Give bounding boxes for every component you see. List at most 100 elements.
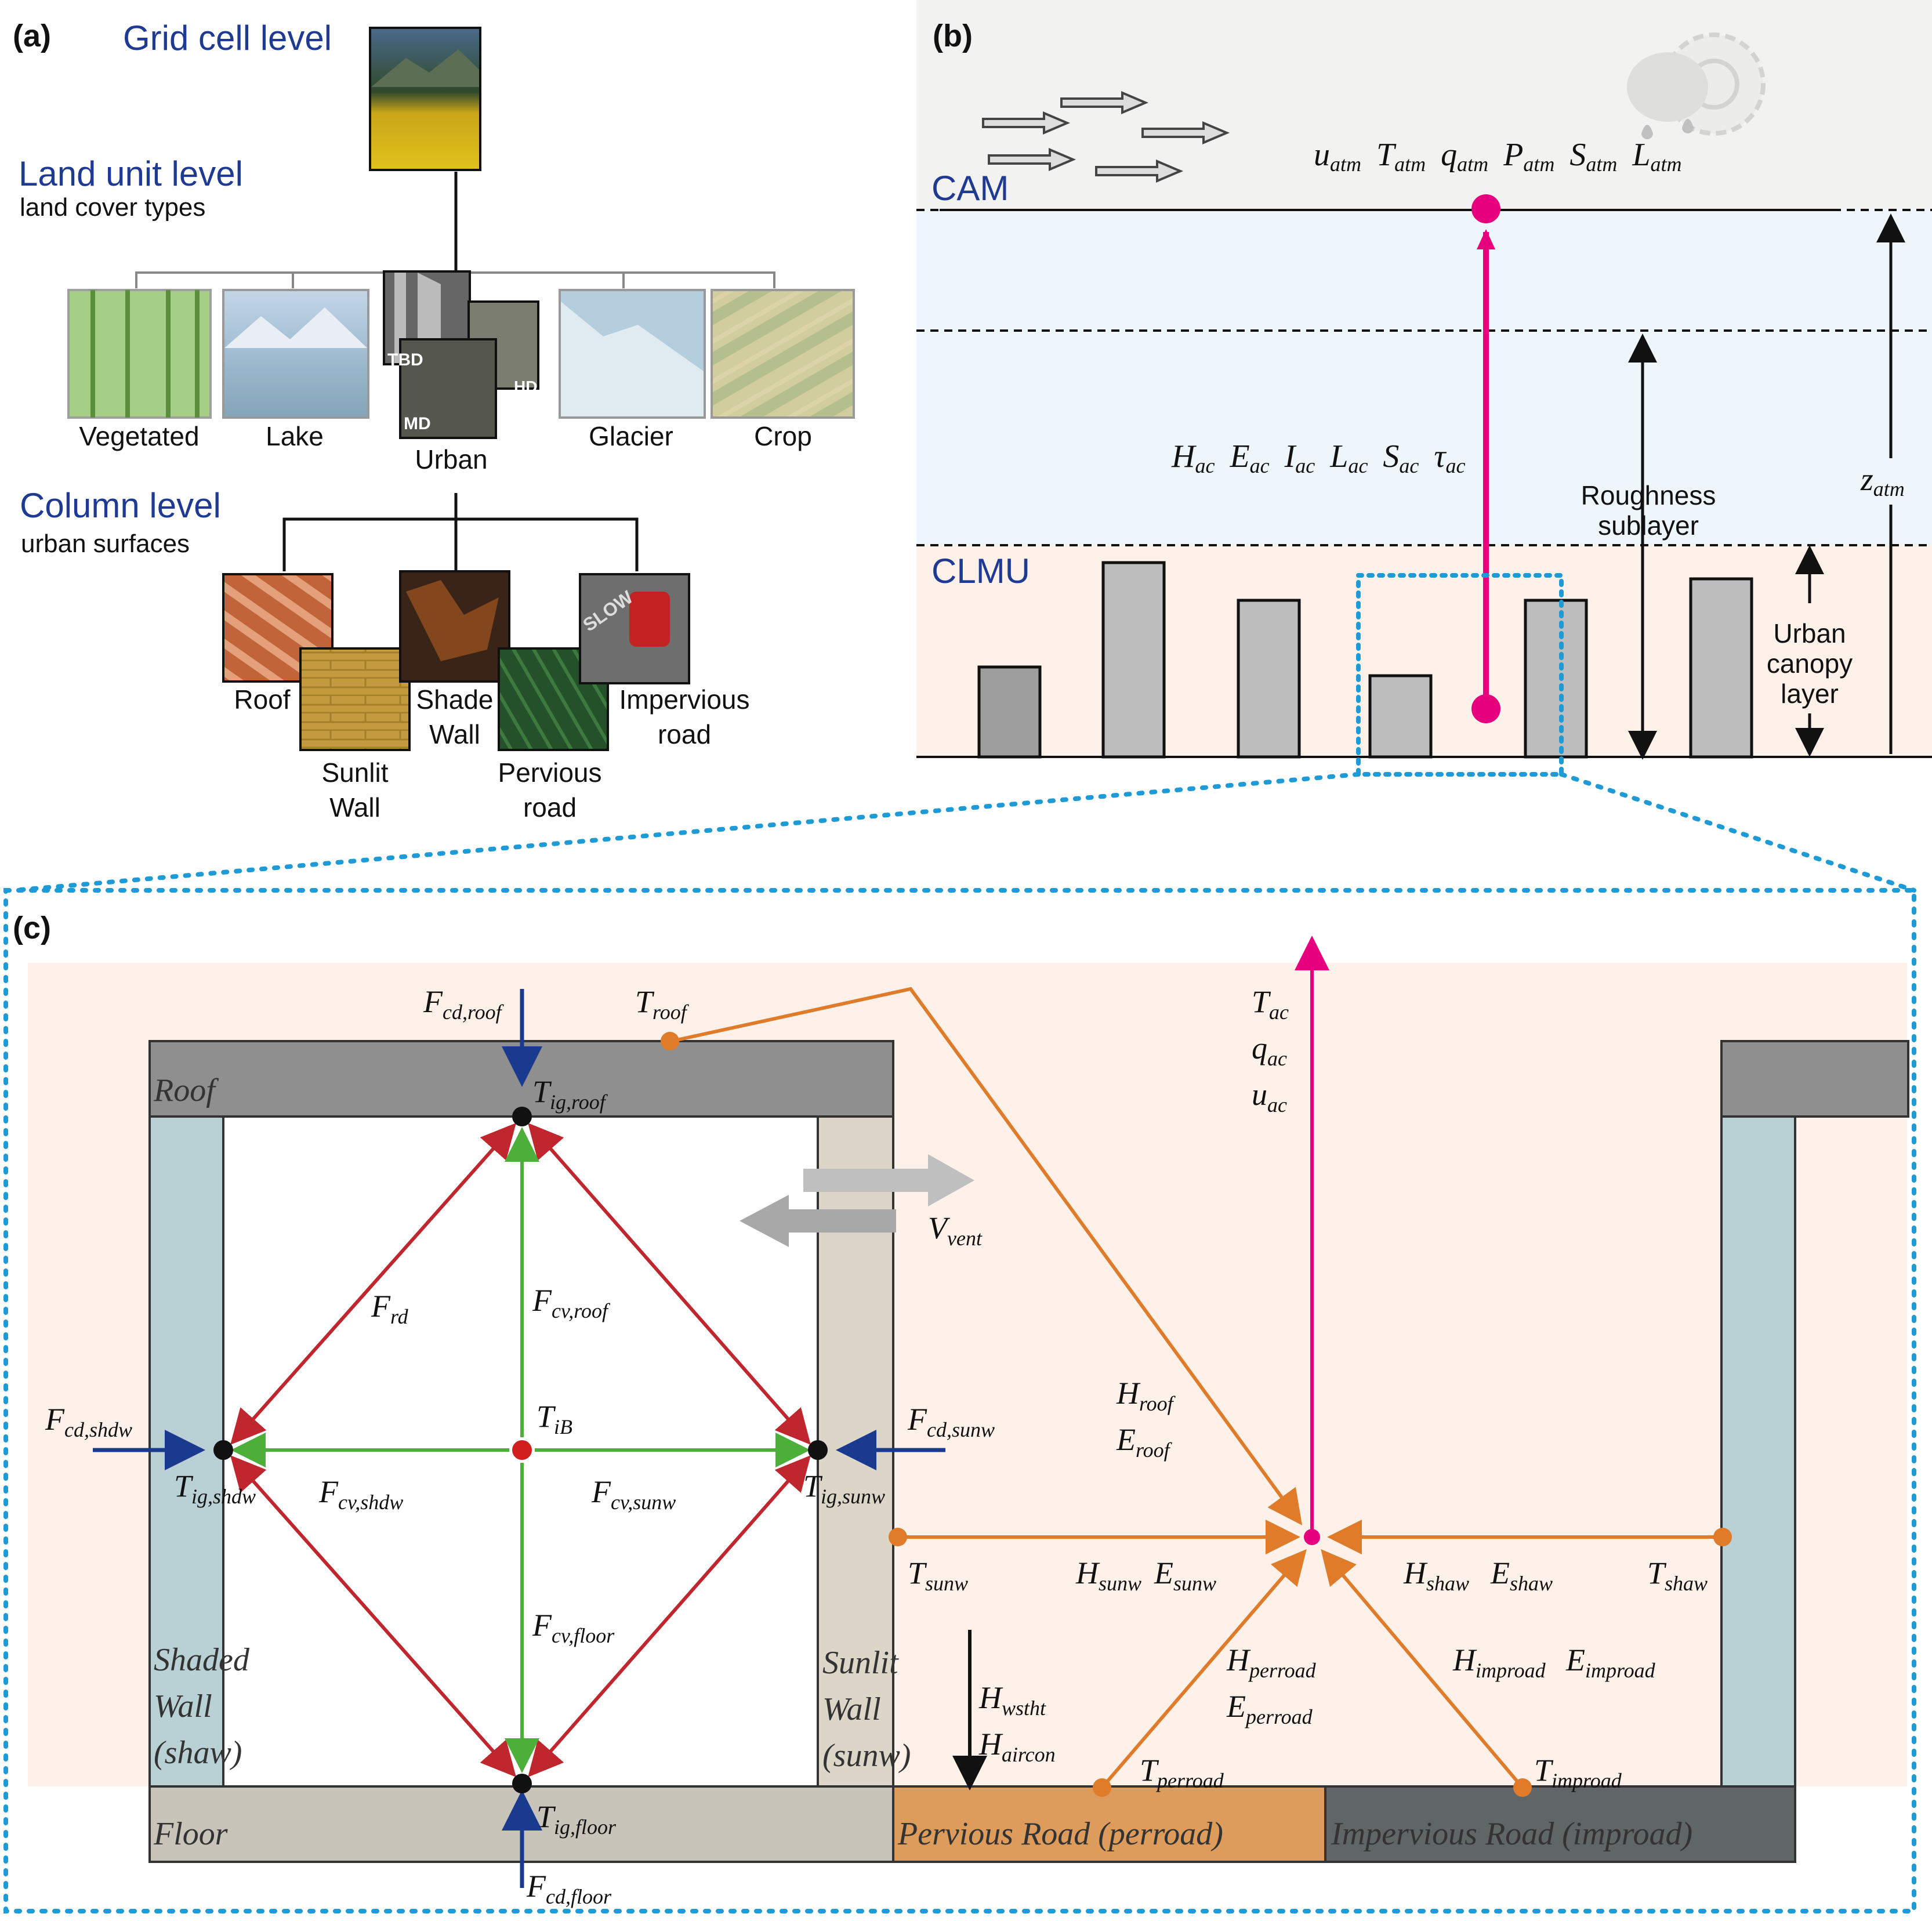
- column-subheading: urban surfaces: [21, 530, 190, 558]
- land-unit-subheading: land cover types: [20, 193, 205, 222]
- label-h-sunw: Hsunw: [1075, 1556, 1141, 1595]
- land-unit-label-crop: Crop: [754, 421, 812, 451]
- column-label-roof: Roof: [234, 684, 290, 715]
- panel-a: (a) Grid cell level Land unit level land…: [13, 19, 855, 822]
- roughness-label-2: sublayer: [1598, 510, 1699, 541]
- urban-tile-tbd: TBD: [387, 350, 423, 369]
- panel-c-label: (c): [13, 911, 51, 945]
- pervious-road-slab: [892, 1785, 1326, 1863]
- grid-cell-photo: [369, 27, 481, 171]
- land-unit-label-glacier: Glacier: [589, 421, 673, 451]
- label-t-roof: Troof: [635, 984, 690, 1024]
- label-h-perroad: Hperroad: [1226, 1643, 1317, 1682]
- shaded-wall-label-3: (shaw): [154, 1735, 242, 1771]
- land-unit-level-heading: Land unit level: [19, 154, 243, 193]
- label-e-improad: Eimproad: [1565, 1643, 1656, 1682]
- label-f-rd: Frd: [371, 1289, 409, 1328]
- column-tree-lines: [282, 493, 639, 571]
- urban-buildings: [977, 561, 1753, 759]
- panel-c: (c) Roof Floor Shaded Wall (shaw) Sunlit…: [3, 888, 1916, 1913]
- label-e-shaw: Eshaw: [1490, 1556, 1553, 1595]
- neighbor-wall: [1720, 1115, 1796, 1788]
- urban-tile-md: MD: [404, 414, 431, 433]
- label-h-shaw: Hshaw: [1403, 1556, 1469, 1595]
- shaded-wall-label-1: Shaded: [154, 1642, 250, 1678]
- label-t-ig-floor: Tig,floor: [537, 1799, 617, 1839]
- roughness-label-1: Roughness: [1581, 480, 1716, 510]
- canopy-label-3: layer: [1781, 679, 1839, 709]
- label-t-sunw: Tsunw: [908, 1556, 968, 1595]
- label-t-ib: TiB: [537, 1399, 572, 1438]
- canopy-label-2: canopy: [1767, 648, 1853, 679]
- land-unit-vegetated-thumb: [67, 289, 212, 419]
- conduction-arrows: [93, 989, 945, 1888]
- label-h-wstht: Hwstht: [978, 1680, 1046, 1720]
- pervious-road-label: Pervious Road (perroad): [897, 1816, 1223, 1852]
- roof-label: Roof: [153, 1072, 219, 1108]
- column-label-pervious-1: Pervious: [498, 757, 602, 788]
- label-t-ac: Tac: [1252, 984, 1289, 1024]
- label-e-sunw: Esunw: [1154, 1556, 1216, 1595]
- land-unit-label-urban: Urban: [415, 444, 487, 474]
- canopy-exchange-arrow: [1471, 194, 1500, 723]
- sunlit-wall-label-2: Wall: [822, 1691, 881, 1727]
- label-h-improad: Himproad: [1452, 1643, 1546, 1682]
- panel-b-label: (b): [933, 19, 973, 53]
- label-f-cv-roof: Fcv,roof: [532, 1283, 611, 1322]
- impervious-road-slab: [1324, 1785, 1796, 1863]
- column-sunlit-wall-thumb: [299, 647, 411, 751]
- land-unit-urban-thumbs: TBD HD MD: [383, 270, 539, 439]
- z-atm-label: zatm: [1860, 462, 1905, 501]
- floor-label: Floor: [153, 1816, 228, 1852]
- label-t-shaw: Tshaw: [1647, 1556, 1708, 1595]
- label-v-vent: Vvent: [928, 1210, 983, 1250]
- column-label-shade-2: Wall: [429, 719, 480, 749]
- surface-flux-arrows: [671, 987, 1723, 1789]
- column-label-pervious-2: road: [523, 792, 577, 822]
- land-unit-glacier-thumb: [559, 289, 706, 419]
- indoor-nodes: [213, 1107, 828, 1793]
- label-f-cv-floor: Fcv,floor: [532, 1608, 615, 1647]
- zatm-backdrop: [1856, 458, 1920, 505]
- zoom-line-right: [1559, 772, 1916, 893]
- label-t-ig-roof: Tig,roof: [532, 1074, 608, 1114]
- label-t-ig-sunw: Tig,sunw: [803, 1469, 885, 1508]
- sunlit-wall-label-1: Sunlit: [822, 1645, 899, 1681]
- column-label-sunlit-2: Wall: [329, 792, 380, 822]
- land-unit-label-vegetated: Vegetated: [79, 421, 199, 451]
- label-h-aircon: Haircon: [978, 1727, 1056, 1766]
- urban-tile-hd: HD: [514, 378, 537, 396]
- label-u-ac: uac: [1252, 1077, 1287, 1117]
- wind-arrows: [982, 90, 1230, 183]
- cam-label: CAM: [931, 169, 1009, 208]
- radiation-arrows: [230, 1122, 811, 1778]
- weather-icon: [1627, 32, 1766, 139]
- canopy-air-node: [1295, 936, 1329, 1545]
- label-f-cd-sunw: Fcd,sunw: [907, 1402, 995, 1441]
- surface-temperature-nodes: [661, 1032, 1732, 1797]
- label-f-cv-sunw: Fcv,sunw: [591, 1474, 676, 1514]
- label-f-cv-shdw: Fcv,shdw: [318, 1474, 403, 1514]
- label-t-perroad: Tperroad: [1140, 1753, 1224, 1792]
- column-label-shade-1: Shade: [416, 684, 493, 715]
- label-f-cd-roof: Fcd,roof: [423, 984, 505, 1024]
- clmu-label: CLMU: [931, 552, 1030, 590]
- panel-c-frame: [3, 888, 1916, 1913]
- roughness-band: [916, 209, 1932, 545]
- land-unit-lake-thumb: [222, 289, 369, 419]
- panel-a-label: (a): [13, 19, 51, 53]
- zoom-box: [1356, 573, 1564, 777]
- label-q-ac: qac: [1252, 1031, 1287, 1070]
- panel-b: (b) CAM CLMU uatm Tatm qatm Patm Satm La…: [12, 0, 1932, 893]
- label-f-cd-shdw: Fcd,shdw: [45, 1402, 132, 1441]
- shaded-wall-label-2: Wall: [154, 1688, 212, 1724]
- label-h-roof: Hroof: [1116, 1376, 1176, 1415]
- column-shade-wall-thumb: [399, 570, 510, 683]
- grid-cell-level-heading: Grid cell level: [123, 19, 332, 57]
- column-label-sunlit-1: Sunlit: [321, 757, 388, 788]
- ventilation-arrows: [740, 1154, 974, 1247]
- column-level-heading: Column level: [20, 486, 221, 525]
